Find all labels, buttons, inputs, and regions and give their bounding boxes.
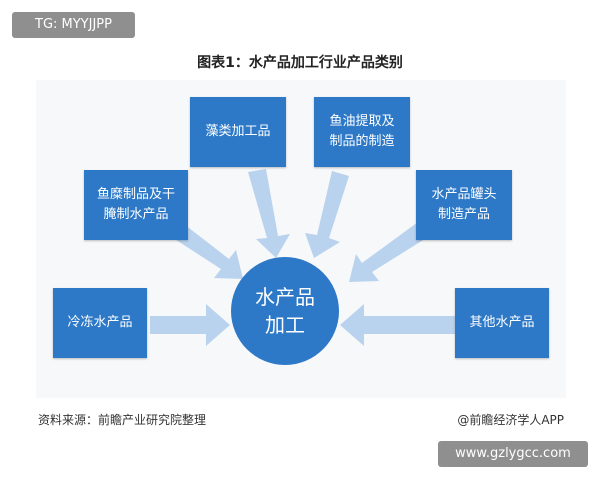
arrow-algae — [248, 169, 290, 258]
arrow-frozen — [150, 304, 230, 346]
site-url-tag: www.gzlygcc.com — [438, 441, 588, 467]
category-box-surimi-dried: 鱼糜制品及干 腌制水产品 — [84, 170, 188, 240]
credit-note: @前瞻经济学人APP — [457, 413, 564, 427]
category-box-frozen: 冷冻水产品 — [53, 288, 147, 358]
center-node: 水产品 加工 — [231, 257, 339, 365]
source-note: 资料来源：前瞻产业研究院整理 — [38, 413, 207, 427]
arrow-surimi — [170, 221, 243, 279]
category-box-canned: 水产品罐头 制造产品 — [416, 170, 512, 240]
arrow-other — [340, 304, 455, 346]
category-box-algae: 藻类加工品 — [190, 97, 286, 167]
category-box-fish-oil: 鱼油提取及 制品的制造 — [314, 97, 410, 167]
arrow-canned — [349, 222, 428, 282]
category-box-other: 其他水产品 — [455, 288, 549, 358]
figure-title: 图表1：水产品加工行业产品类别 — [197, 55, 403, 71]
arrow-fishoil — [305, 171, 349, 258]
watermark-tag: TG: MYYJJPP — [12, 12, 135, 38]
